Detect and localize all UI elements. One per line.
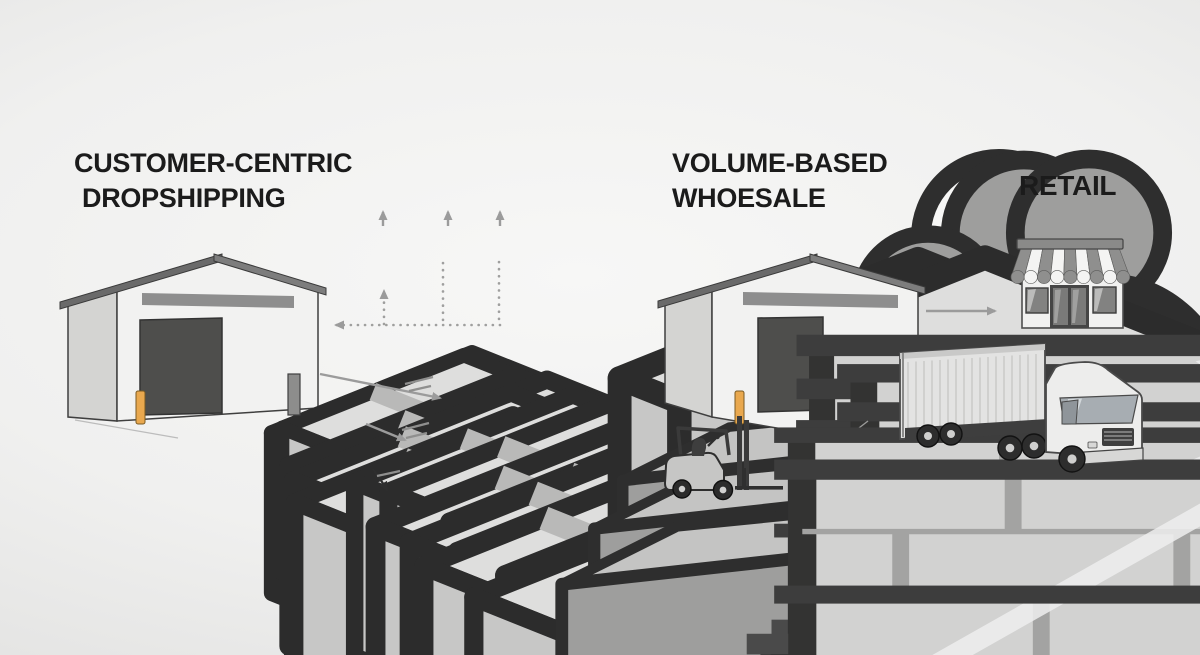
fulfillment-arrows-up	[378, 210, 505, 226]
dropshipping-title: CUSTOMER-CENTRIC DROPSHIPPING	[74, 146, 353, 216]
dropshipping-scene	[59, 158, 1200, 655]
seat	[691, 438, 707, 456]
order-flow-dotted-lines	[334, 260, 502, 330]
dropshipping-title-line2: DROPSHIPPING	[82, 183, 286, 213]
pallet-load-icon	[745, 458, 1200, 655]
solid-flow-arrow	[365, 422, 407, 442]
ground-shadow-line	[74, 419, 179, 439]
retail-title: RETAIL	[1019, 170, 1117, 201]
overhead-guard	[676, 426, 731, 459]
wholesale-scene	[657, 238, 1200, 655]
wholesale-title: VOLUME-BASED WHOESALE	[672, 146, 888, 216]
dropshipping-title-line1: CUSTOMER-CENTRIC	[74, 148, 353, 178]
door-post	[287, 373, 301, 416]
awning-icon	[1010, 238, 1131, 284]
semi-truck-icon	[899, 343, 1144, 473]
wholesale-title-line1: VOLUME-BASED	[672, 148, 888, 178]
forklift-icon	[663, 416, 783, 501]
solid-flow-arrow-dark	[372, 468, 388, 492]
wholesale-title-line2: WHOESALE	[672, 183, 826, 213]
forks	[735, 486, 783, 490]
storefront-icon	[1010, 238, 1131, 329]
bollard-icon	[135, 390, 146, 425]
speed-lines	[376, 375, 434, 478]
warehouse-icon	[59, 253, 327, 439]
shipment-arrows	[319, 372, 442, 492]
loading-door	[139, 317, 223, 416]
solid-flow-arrow	[319, 372, 442, 401]
